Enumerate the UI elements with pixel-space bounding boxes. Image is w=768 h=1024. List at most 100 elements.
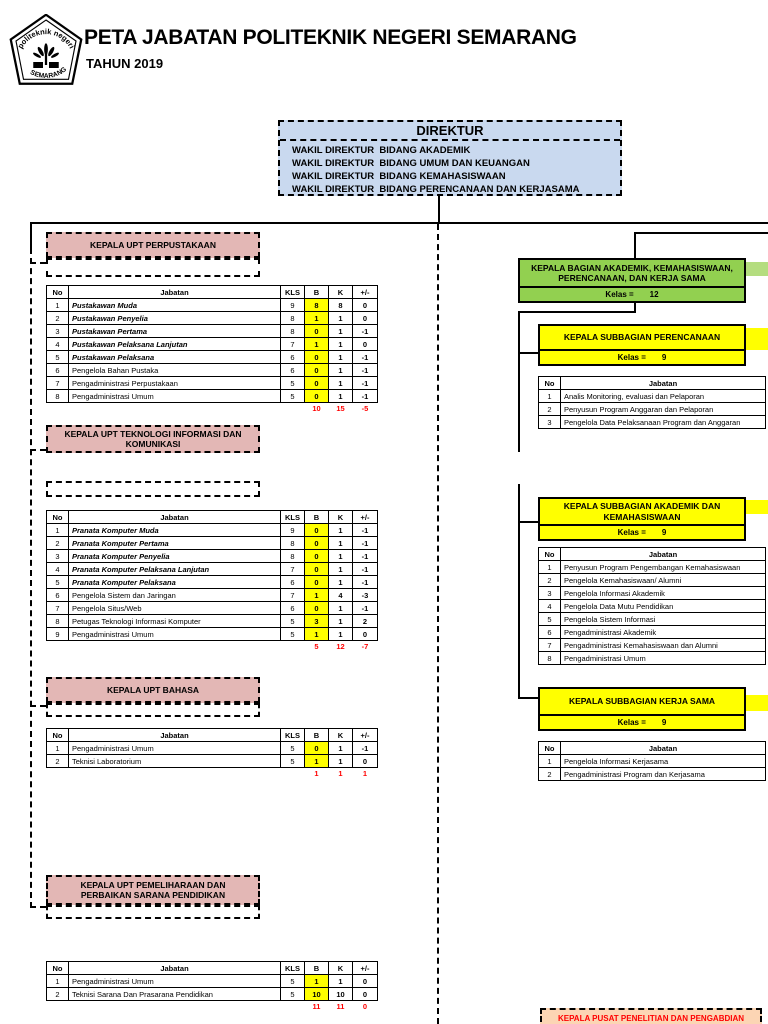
- page-subtitle: TAHUN 2019: [86, 56, 164, 71]
- header-cell-kls: KLS: [280, 728, 305, 742]
- header-cell-no: No: [538, 741, 561, 755]
- cell-no: 5: [46, 350, 69, 364]
- cell-kls: 6: [280, 575, 305, 589]
- header-cell-k: K: [328, 510, 353, 524]
- cell-jabatan: Pengadministrasi Program dan Kerjasama: [560, 767, 766, 781]
- cell-pm: -1: [352, 350, 378, 364]
- header-cell-pm: +/-: [352, 510, 378, 524]
- kelas-value: 9: [661, 528, 667, 537]
- connector-line: [518, 313, 520, 452]
- connector-dashed-line: [30, 248, 32, 908]
- cell-pm: -3: [352, 588, 378, 602]
- offpage-box-edge: [746, 328, 768, 350]
- cell-jabatan: Pustakawan Penyelia: [68, 311, 281, 325]
- unit-subbox: [46, 481, 260, 497]
- header-cell-b: B: [304, 285, 329, 299]
- cell-kls: 8: [280, 324, 305, 338]
- cell-kls: 7: [280, 337, 305, 351]
- cell-kls: 5: [280, 974, 305, 988]
- wakil-direktur-line: WAKIL DIREKTUR BIDANG PERENCANAAN DAN KE…: [292, 184, 580, 195]
- cell-pm: 0: [352, 337, 378, 351]
- cell-no: 2: [538, 767, 561, 781]
- cell-b: 1: [304, 588, 329, 602]
- header-cell-k: K: [328, 961, 353, 975]
- cell-blank: [69, 1001, 281, 1013]
- cell-jabatan: Pengelola Situs/Web: [68, 601, 281, 615]
- cell-jabatan: Pranata Komputer Penyelia: [68, 549, 281, 563]
- cell-kls: 5: [280, 754, 305, 768]
- header-cell-k: K: [328, 285, 353, 299]
- cell-no: 7: [46, 601, 69, 615]
- cell-b: 10: [304, 987, 329, 1001]
- cell-no: 6: [46, 363, 69, 377]
- total-pm: 1: [362, 769, 368, 779]
- cell-jabatan: Pengadministrasi Umum: [68, 741, 281, 755]
- cell-no: 1: [538, 560, 561, 574]
- cell-no: 6: [46, 588, 69, 602]
- cell-b: 0: [304, 575, 329, 589]
- cell-no: 1: [46, 741, 69, 755]
- cell-k: 1: [328, 363, 353, 377]
- cell-jabatan: Petugas Teknologi Informasi Komputer: [68, 614, 281, 628]
- cell-jabatan: Pengelola Informasi Akademik: [560, 586, 766, 600]
- cell-no: 4: [46, 337, 69, 351]
- subbagian-kelas-row: Kelas = 9: [540, 716, 744, 729]
- unit-subbox: [46, 905, 260, 919]
- cell-k: 4: [328, 588, 353, 602]
- connector-line: [518, 697, 538, 699]
- cell-pm: -1: [352, 363, 378, 377]
- cell-kls: 8: [280, 536, 305, 550]
- total-k: 12: [336, 642, 345, 652]
- cell-kls: 5: [280, 389, 305, 403]
- kelas-value: 9: [661, 353, 667, 362]
- polines-logo-graphic: politeknik negeri SEMARANG: [9, 13, 83, 85]
- cell-blank: [281, 641, 305, 653]
- header-cell-no: No: [46, 285, 69, 299]
- cell-jabatan: Pengadministrasi Umum: [560, 651, 766, 665]
- cell-k: 1: [328, 741, 353, 755]
- cell-jabatan: Penyusun Program Pengembangan Kemahasisw…: [560, 560, 766, 574]
- cell-pm: 0: [352, 754, 378, 768]
- cell-k: 10: [328, 987, 353, 1001]
- cell-blank: [69, 641, 281, 653]
- offpage-box-edge: [746, 262, 768, 276]
- direktur-title: DIREKTUR: [280, 122, 620, 141]
- connector-line: [520, 352, 538, 354]
- cell-no: 7: [538, 638, 561, 652]
- cell-k: 1: [328, 311, 353, 325]
- polines-logo: politeknik negeri SEMARANG: [8, 13, 84, 86]
- kelas-label: Kelas =: [617, 528, 646, 537]
- header-cell-k: K: [328, 728, 353, 742]
- total-b: 10: [312, 404, 321, 414]
- kelas-label: Kelas =: [617, 353, 646, 362]
- pusat-penelitian-box: KEPALA PUSAT PENELITIAN DAN PENGABDIAN: [540, 1008, 762, 1024]
- cell-kls: 8: [280, 549, 305, 563]
- cell-pm: -1: [352, 741, 378, 755]
- cell-kls: 8: [280, 311, 305, 325]
- header-cell-jabatan: Jabatan: [560, 741, 766, 755]
- cell-k: 1: [328, 614, 353, 628]
- cell-k: 1: [328, 974, 353, 988]
- cell-b: 1: [304, 627, 329, 641]
- cell-jabatan: Pengelola Data Pelaksanaan Program dan A…: [560, 415, 766, 429]
- total-b: 11: [312, 1002, 321, 1012]
- cell-k: 1: [328, 575, 353, 589]
- header-cell-b: B: [304, 728, 329, 742]
